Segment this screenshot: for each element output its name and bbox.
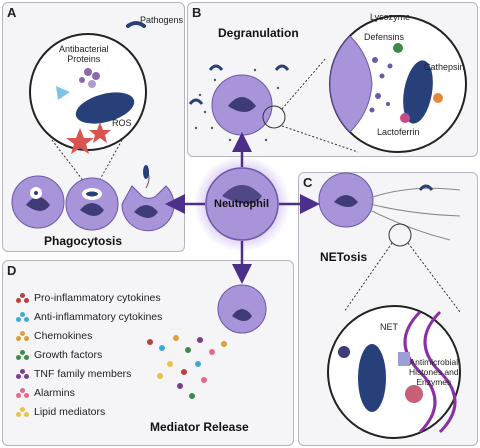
netosis-cell: [318, 172, 461, 241]
netosis-zoom: [327, 305, 461, 439]
ros-star-icon: [89, 122, 111, 143]
lysozyme-label: Lysozyme: [370, 12, 411, 22]
antimicrobial-label: Antimicrobial Histones and Enzymes: [409, 357, 459, 387]
mediator-dot-icon: [16, 311, 32, 323]
mediator-legend-label: Anti-inflammatory cytokines: [34, 310, 163, 323]
degranulation-title: Degranulation: [218, 26, 299, 40]
phagocytosis-zoom: [29, 33, 147, 154]
netosis-title: NETosis: [320, 250, 368, 264]
mediator-legend-item: Chemokines: [16, 326, 162, 345]
central-neutrophil: [194, 156, 290, 252]
mediator-dot-icon: [16, 406, 32, 418]
process-arrows: [165, 132, 320, 284]
mediator-legend-item: Pro-inflammatory cytokines: [16, 288, 162, 307]
pathogens-label: Pathogens: [140, 15, 184, 25]
mediator-legend-item: Growth factors: [16, 345, 162, 364]
panel-a-letter: A: [7, 5, 17, 20]
mediator-legend-item: Anti-inflammatory cytokines: [16, 307, 162, 326]
degranulation-cell: [188, 64, 290, 142]
mediator-dot-icon: [16, 292, 32, 304]
panel-c-letter: C: [303, 175, 313, 190]
bacterium-icon: [75, 92, 135, 124]
phagocytosis-title: Phagocytosis: [44, 234, 123, 248]
antibacterial-proteins-label: Antibacterial Proteins: [59, 44, 109, 64]
mediator-cell: [147, 284, 267, 399]
mediator-dot-icon: [16, 368, 32, 380]
mediator-legend-item: Lipid mediators: [16, 402, 162, 421]
mediator-legend-item: TNF family members: [16, 364, 162, 383]
mediator-legend-label: Pro-inflammatory cytokines: [34, 291, 161, 304]
mediator-release-title: Mediator Release: [150, 420, 249, 434]
ros-label: ROS: [112, 118, 132, 128]
mediator-dot-icon: [16, 330, 32, 342]
lactoferrin-label: Lactoferrin: [377, 127, 420, 137]
panel-b-letter: B: [192, 5, 202, 20]
defensins-label: Defensins: [364, 32, 405, 42]
mediator-legend-label: Growth factors: [34, 348, 103, 361]
mediator-legend-label: Alarmins: [34, 386, 75, 399]
mediator-dot-icon: [16, 387, 32, 399]
mediator-legend-label: TNF family members: [34, 367, 132, 380]
net-label: NET: [380, 322, 398, 332]
panel-d-letter: D: [7, 263, 17, 278]
phagocytosis-cells: [11, 165, 175, 232]
mediator-legend-label: Chemokines: [34, 329, 93, 342]
degranulation-zoom: [329, 15, 467, 153]
mediator-legend-item: Alarmins: [16, 383, 162, 402]
mediator-legend-label: Lipid mediators: [34, 405, 106, 418]
mediator-dot-icon: [16, 349, 32, 361]
ros-star-icon: [66, 128, 94, 154]
neutrophil-label: Neutrophil: [214, 198, 269, 210]
cathepsin-label: Cathepsin: [424, 62, 465, 72]
